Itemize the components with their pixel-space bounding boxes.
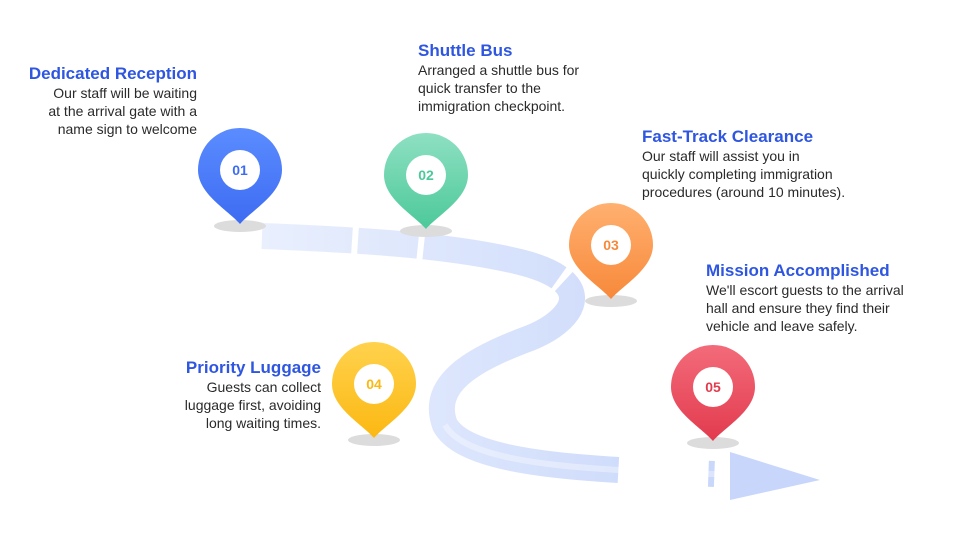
step-5-title: Mission Accomplished [706,261,890,280]
step-5-pin: 05 [671,345,755,449]
step-1-desc-line-2: at the arrival gate with a [48,103,197,119]
step-4-desc-line-2: luggage first, avoiding [184,397,321,413]
step-5-desc-line-1: We'll escort guests to the arrival [706,282,904,298]
step-4-desc-line-3: long waiting times. [205,415,321,431]
pin-shadow [400,225,452,237]
step-2-title: Shuttle Bus [418,41,513,60]
step-5-desc-line-3: vehicle and leave safely. [706,318,858,334]
step-1-desc-line-3: name sign to welcome [57,121,197,137]
step-2-desc-line-3: immigration checkpoint. [418,98,566,114]
pin-badge [354,364,394,404]
step-3-number: 03 [603,237,619,253]
step-5-desc-line-2: hall and ensure they find their [706,300,890,316]
pin-badge [220,150,260,190]
step-2-desc-line-2: quick transfer to the [418,80,541,96]
step-3-desc-line-2: quickly completing immigration [642,166,833,182]
step-3-desc-line-1: Our staff will assist you in [642,148,800,164]
step-3-title: Fast-Track Clearance [642,127,814,146]
journey-arrow-head [730,452,820,500]
step-4-pin: 04 [332,342,416,446]
pin-shadow [214,220,266,232]
step-3-pin: 03 [569,203,653,307]
pin-badge [406,155,446,195]
step-1-title: Dedicated Reception [28,64,197,83]
pin-shadow [687,437,739,449]
step-2-pin: 02 [384,133,468,237]
step-2-number: 02 [418,167,434,183]
step-1-desc-line-1: Our staff will be waiting [53,85,197,101]
pin-shadow [585,295,637,307]
step-4-desc-line-1: Guests can collect [206,379,321,395]
pin-shadow [348,434,400,446]
step-5-number: 05 [705,379,721,395]
journey-path [261,223,741,488]
step-3-text: Fast-Track Clearance Our staff will assi… [642,127,845,201]
step-4-number: 04 [366,376,382,392]
step-2-desc-line-1: Arranged a shuttle bus for [418,62,580,78]
journey-path-highlight [442,423,741,478]
step-4-title: Priority Luggage [185,358,321,377]
pin-badge [693,367,733,407]
step-3-desc-line-3: procedures (around 10 minutes). [642,184,846,200]
step-4-text: Priority Luggage Guests can collect lugg… [185,358,321,432]
step-1-number: 01 [232,162,248,178]
step-5-text: Mission Accomplished We'll escort guests… [706,261,904,335]
step-2-text: Shuttle Bus Arranged a shuttle bus for q… [418,41,579,115]
step-1-pin: 01 [198,128,282,232]
pin-badge [591,225,631,265]
step-1-text: Dedicated Reception Our staff will be wa… [29,64,197,138]
